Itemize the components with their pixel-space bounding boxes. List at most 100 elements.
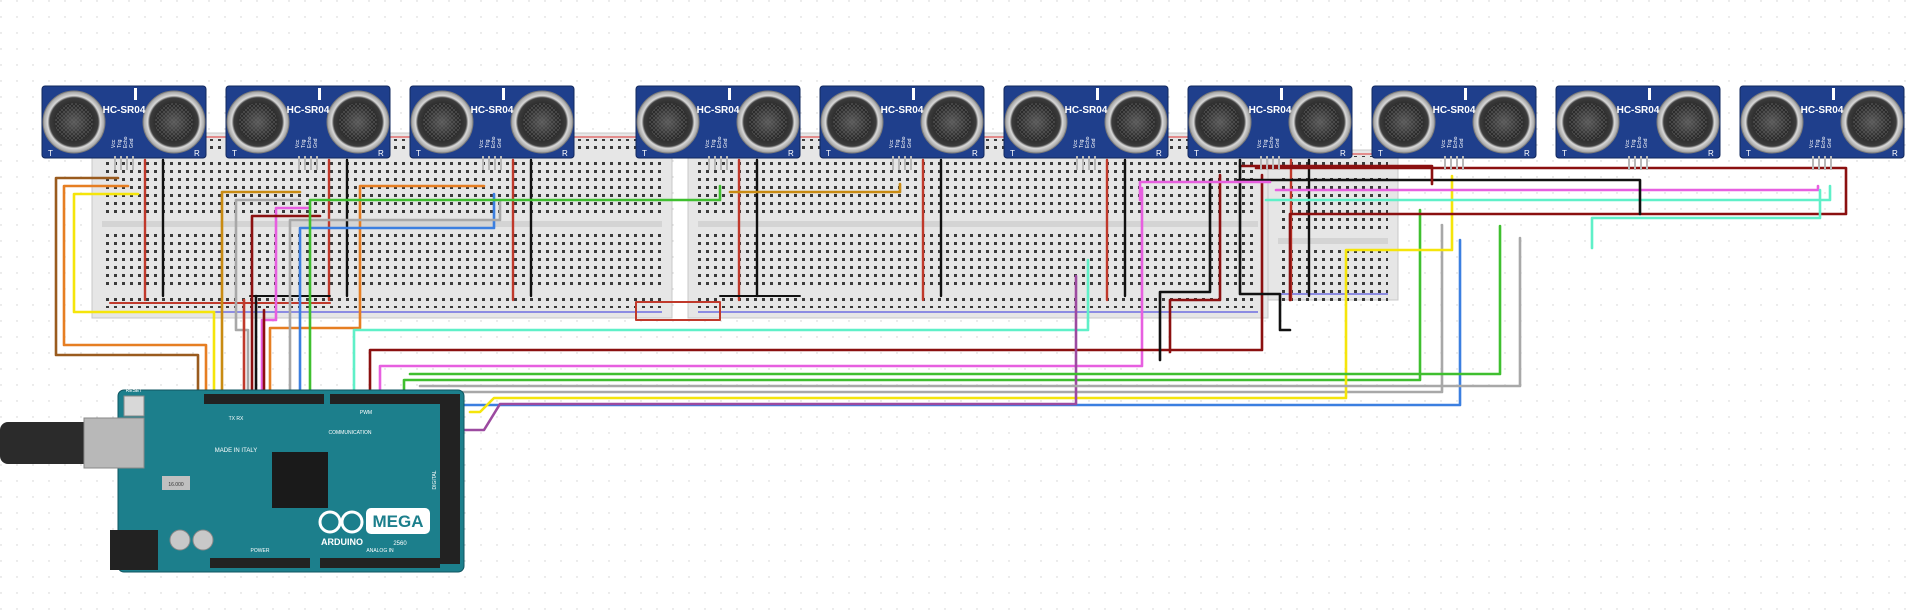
sensor-pin bbox=[910, 156, 912, 170]
transducer-mesh bbox=[1669, 103, 1707, 141]
sensor-pin-label: Vcc bbox=[1441, 139, 1447, 148]
sensor-pin bbox=[1444, 156, 1446, 170]
transducer-mesh bbox=[1485, 103, 1523, 141]
sensor-pin bbox=[1634, 156, 1636, 170]
crystal-oscillator bbox=[162, 476, 190, 490]
sensor-corner-label: T bbox=[1010, 149, 1015, 158]
sensor-model-label: HC-SR04 bbox=[1617, 105, 1660, 116]
sensor-pin bbox=[1082, 156, 1084, 170]
signal-wire bbox=[458, 274, 1078, 432]
breadboard-center-channel bbox=[102, 221, 662, 227]
sensor-pin bbox=[904, 156, 906, 170]
signal-wire bbox=[1590, 188, 1822, 250]
transducer-mesh bbox=[1301, 103, 1339, 141]
sensor-marker bbox=[318, 88, 321, 100]
sensor-pin-label: Trig bbox=[485, 139, 491, 148]
signal-wire bbox=[260, 206, 312, 400]
signal-wire bbox=[1238, 164, 1434, 186]
sensor-pin-label: Trig bbox=[1263, 139, 1269, 148]
sensor-corner-label: R bbox=[194, 149, 200, 158]
signal-wire bbox=[468, 174, 1454, 414]
sensor-pin bbox=[1260, 156, 1262, 170]
sensor-marker bbox=[502, 88, 505, 100]
sensor-pin bbox=[298, 156, 300, 170]
mega-badge bbox=[366, 508, 430, 534]
signal-wire bbox=[288, 198, 502, 400]
header-power-label: POWER bbox=[251, 548, 270, 554]
sensor-pin-label: Gnd bbox=[1275, 138, 1281, 148]
transducer-mesh bbox=[1753, 103, 1791, 141]
header-analog-label: ANALOG IN bbox=[366, 548, 394, 554]
sensor-pin-label: Gnd bbox=[907, 138, 913, 148]
sensor-pin bbox=[1076, 156, 1078, 170]
signal-wire bbox=[298, 192, 496, 400]
sensor-corner-label: T bbox=[416, 149, 421, 158]
sensor-pin bbox=[316, 156, 318, 170]
sensor-corner-label: R bbox=[1156, 149, 1162, 158]
sensor-model-label: HC-SR04 bbox=[881, 105, 924, 116]
breadboard-terminal-bottom bbox=[1278, 248, 1388, 306]
signal-wire bbox=[234, 198, 302, 400]
sensor-pin bbox=[708, 156, 710, 170]
sensor-corner-label: R bbox=[1892, 149, 1898, 158]
sensor-marker bbox=[1648, 88, 1651, 100]
signal-wire bbox=[308, 184, 722, 400]
sensor-pin-label: Trig bbox=[711, 139, 717, 148]
breadboard-power-rail-bottom bbox=[1278, 278, 1388, 290]
board-brand-label: ARDUINO bbox=[321, 537, 363, 547]
transducer-mesh bbox=[523, 103, 561, 141]
signal-wire bbox=[268, 184, 486, 400]
sensor-pin bbox=[1088, 156, 1090, 170]
transducer-mesh bbox=[749, 103, 787, 141]
sensor-marker bbox=[1832, 88, 1835, 100]
sensor-corner-label: T bbox=[232, 149, 237, 158]
sensor-corner-label: R bbox=[1340, 149, 1346, 158]
breadboard bbox=[1267, 149, 1399, 306]
sensor-marker bbox=[134, 88, 137, 100]
reset-label: RESET bbox=[126, 388, 143, 394]
breadboard bbox=[91, 132, 673, 319]
infinity-logo-icon bbox=[340, 510, 364, 534]
sensor-pin bbox=[500, 156, 502, 170]
transducer-mesh bbox=[1201, 103, 1239, 141]
tx-rx-label: TX RX bbox=[229, 416, 244, 422]
sensor-marker bbox=[1096, 88, 1099, 100]
header-pwm bbox=[330, 394, 440, 404]
sensor-pin bbox=[1456, 156, 1458, 170]
signal-wire bbox=[1158, 178, 1212, 362]
breadboard-terminal-bottom bbox=[698, 231, 1258, 289]
sensor-pin-label: Echo bbox=[1269, 136, 1275, 148]
sensor-pin-label: Gnd bbox=[723, 138, 729, 148]
power-jack-icon bbox=[110, 530, 158, 570]
sensor-model-label: HC-SR04 bbox=[1065, 105, 1108, 116]
breadboard-terminal-bottom bbox=[102, 231, 662, 289]
transducer-mesh bbox=[833, 103, 871, 141]
sensor-corner-label: T bbox=[826, 149, 831, 158]
sensor-pin-label: Gnd bbox=[1827, 138, 1833, 148]
header-comm bbox=[204, 394, 324, 404]
sensor-corner-label: T bbox=[1562, 149, 1567, 158]
sensor-pin-label: Trig bbox=[1447, 139, 1453, 148]
header-analog bbox=[320, 558, 440, 568]
sensor-pin bbox=[1824, 156, 1826, 170]
sensor-pin-label: Gnd bbox=[313, 138, 319, 148]
sensor-pin-label: Vcc bbox=[295, 139, 301, 148]
signal-wire bbox=[378, 186, 1144, 400]
signal-wire bbox=[54, 176, 200, 400]
board-origin-label: MADE IN ITALY bbox=[215, 448, 257, 454]
sensor-corner-label: T bbox=[1378, 149, 1383, 158]
sensor-pin-label: Vcc bbox=[1257, 139, 1263, 148]
sensor-pin bbox=[494, 156, 496, 170]
usb-port-icon bbox=[83, 417, 145, 469]
sensor-pin bbox=[714, 156, 716, 170]
sensor-pin bbox=[1818, 156, 1820, 170]
microcontroller-chip bbox=[272, 452, 328, 508]
sensor-corner-label: T bbox=[1746, 149, 1751, 158]
sensor-model-label: HC-SR04 bbox=[697, 105, 740, 116]
sensor-pin bbox=[726, 156, 728, 170]
crystal-label: 16.000 bbox=[168, 482, 184, 488]
sensor-pin-label: Echo bbox=[1453, 136, 1459, 148]
